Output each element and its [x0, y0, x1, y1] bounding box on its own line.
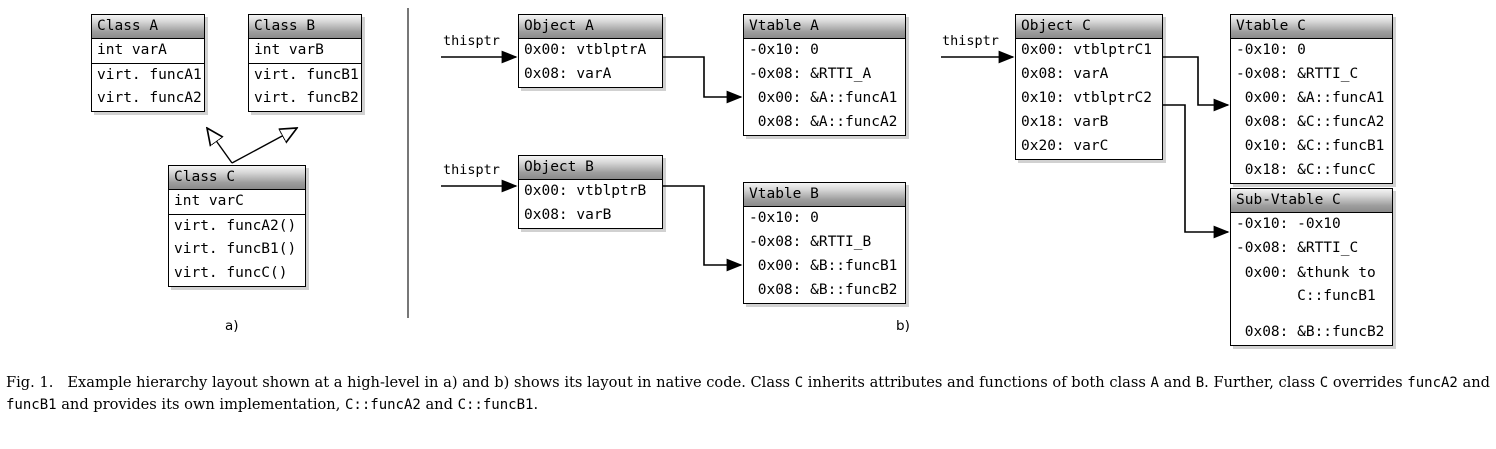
object-b-row: 0x00: vtblptrB	[524, 183, 647, 199]
vtable-c-row: -0x08: &RTTI_C	[1236, 66, 1359, 82]
caption-mono-5: funcA2	[1407, 375, 1458, 391]
vtable-b-box[interactable]: Vtable B -0x10: 0 -0x08: &RTTI_B 0x00: &…	[743, 182, 906, 304]
sub-vtable-c-row: -0x10: -0x10	[1236, 216, 1341, 232]
caption-mono-3: B	[1195, 375, 1205, 391]
inherit-arrow-c-to-a	[207, 128, 233, 164]
caption-mono-2: A	[1150, 375, 1159, 391]
vtable-a-box[interactable]: Vtable A -0x10: 0 -0x08: &RTTI_A 0x00: &…	[743, 14, 906, 136]
vtable-b-row: -0x10: 0	[749, 210, 819, 226]
uml-class-b-title: Class B	[249, 15, 361, 39]
object-c-row: 0x00: vtblptrC1	[1021, 42, 1152, 58]
uml-class-a-method: virt. funcA2()	[97, 90, 204, 106]
uml-class-b-attr: int varB	[254, 42, 324, 58]
object-a-row: 0x08: varA	[524, 66, 612, 82]
caption-text-3: and	[1158, 374, 1196, 391]
object-b-title: Object B	[519, 156, 662, 180]
thisptr-label-c: thisptr	[942, 33, 999, 49]
sub-vtable-c-row: 0x00: &thunk to C::funcB1	[1244, 265, 1376, 304]
sub-vtable-c-spacer	[1231, 309, 1392, 321]
object-a-row: 0x00: vtblptrA	[524, 42, 647, 58]
vtable-c-box[interactable]: Vtable C -0x10: 0 -0x08: &RTTI_C 0x00: &…	[1230, 14, 1393, 184]
object-b-box[interactable]: Object B 0x00: vtblptrB 0x08: varB	[518, 155, 663, 229]
thisptr-label-b: thisptr	[443, 162, 500, 178]
sub-vtable-c-title: Sub-Vtable C	[1231, 189, 1392, 213]
caption-text-7: and provides its own implementation,	[56, 396, 345, 413]
caption-text-4: . Further, class	[1204, 374, 1320, 391]
vtable-a-row: 0x08: &A::funcA2	[749, 114, 898, 130]
figure-caption: Fig. 1. Example hierarchy layout shown a…	[6, 372, 1490, 416]
caption-text-8: and	[420, 396, 458, 413]
vtable-a-title: Vtable A	[744, 15, 905, 39]
uml-class-c-method: virt. funcA2()	[169, 214, 305, 238]
object-c-row: 0x10: vtblptrC2	[1021, 90, 1152, 106]
caption-mono-8: C::funcB1	[457, 397, 534, 413]
wire-objA-to-vtableA	[663, 56, 743, 104]
vtable-c-row: 0x00: &A::funcA1	[1236, 90, 1385, 106]
object-a-box[interactable]: Object A 0x00: vtblptrA 0x08: varA	[518, 14, 663, 88]
panel-a-label: a)	[225, 318, 239, 334]
uml-class-c-method: virt. funcC()	[174, 265, 288, 281]
uml-class-a-attr: int varA	[97, 42, 167, 58]
vtable-a-row: -0x08: &RTTI_A	[749, 66, 872, 82]
sub-vtable-c-box[interactable]: Sub-Vtable C -0x10: -0x10 -0x08: &RTTI_C…	[1230, 188, 1393, 346]
object-a-title: Object A	[519, 15, 662, 39]
vtable-b-row: -0x08: &RTTI_B	[749, 234, 872, 250]
uml-class-b[interactable]: Class B int varB virt. funcB1() virt. fu…	[248, 14, 362, 112]
vtable-c-row: 0x08: &C::funcA2	[1236, 114, 1385, 130]
wire-objB-to-vtableB	[663, 185, 743, 272]
object-c-box[interactable]: Object C 0x00: vtblptrC1 0x08: varA 0x10…	[1015, 14, 1163, 160]
object-c-row: 0x20: varC	[1021, 138, 1109, 154]
wire-objC-to-sub-vtableC	[1163, 104, 1230, 239]
sub-vtable-c-row: -0x08: &RTTI_C	[1236, 240, 1359, 256]
vtable-c-title: Vtable C	[1231, 15, 1392, 39]
vtable-b-row: 0x08: &B::funcB2	[749, 282, 898, 298]
caption-text-1: Example hierarchy layout shown at a high…	[67, 374, 795, 391]
caption-text-9: .	[533, 396, 539, 413]
vtable-c-row: -0x10: 0	[1236, 42, 1306, 58]
object-c-row: 0x08: varA	[1021, 66, 1109, 82]
vtable-b-row: 0x00: &B::funcB1	[749, 258, 898, 274]
uml-class-b-method: virt. funcB1()	[249, 63, 361, 87]
vtable-a-row: 0x00: &A::funcA1	[749, 90, 898, 106]
uml-class-a[interactable]: Class A int varA virt. funcA1() virt. fu…	[91, 14, 205, 112]
uml-class-a-method: virt. funcA1()	[92, 63, 204, 87]
caption-mono-1: C	[794, 375, 804, 391]
caption-text-6: and	[1457, 374, 1490, 391]
sub-vtable-c-row: 0x08: &B::funcB2	[1236, 324, 1385, 340]
object-c-row: 0x18: varB	[1021, 114, 1109, 130]
caption-fig-number: Fig. 1.	[6, 374, 54, 391]
uml-class-c-title: Class C	[169, 166, 305, 190]
vtable-c-row: 0x18: &C::funcC	[1236, 162, 1376, 178]
vtable-a-row: -0x10: 0	[749, 42, 819, 58]
caption-mono-7: C::funcA2	[344, 397, 421, 413]
panel-b-label: b)	[896, 318, 910, 334]
uml-class-b-method: virt. funcB2()	[254, 90, 361, 106]
uml-class-c-method: virt. funcB1()	[174, 241, 297, 257]
caption-text-5: overrides	[1328, 374, 1408, 391]
caption-mono-6: funcB1	[6, 397, 57, 413]
object-c-title: Object C	[1016, 15, 1162, 39]
inherit-arrow-c-to-b	[231, 128, 297, 164]
caption-text-2: inherits attributes and functions of bot…	[803, 374, 1151, 391]
uml-class-a-title: Class A	[92, 15, 204, 39]
caption-mono-4: C	[1319, 375, 1329, 391]
uml-class-c[interactable]: Class C int varC virt. funcA2() virt. fu…	[168, 165, 306, 287]
vtable-c-row: 0x10: &C::funcB1	[1236, 138, 1385, 154]
object-b-row: 0x08: varB	[524, 207, 612, 223]
thisptr-label-a: thisptr	[443, 33, 500, 49]
vtable-b-title: Vtable B	[744, 183, 905, 207]
wire-objC-to-vtableC	[1163, 56, 1230, 112]
uml-class-c-attr: int varC	[174, 193, 244, 209]
